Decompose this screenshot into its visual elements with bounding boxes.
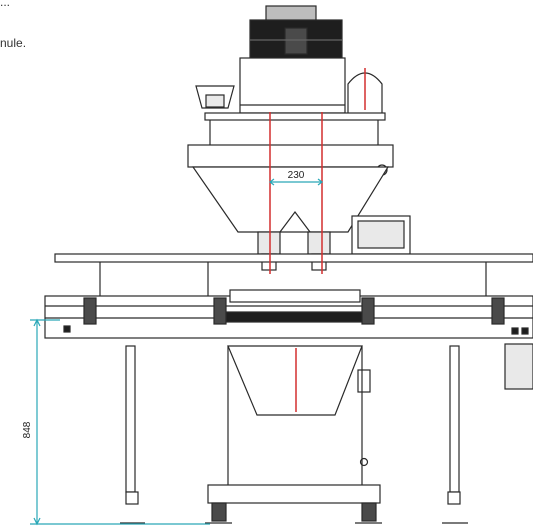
upper-guide-rail	[54, 253, 533, 263]
dosing-nozzles	[257, 231, 331, 271]
top-plate	[204, 112, 386, 121]
side-feed-hopper	[195, 85, 235, 109]
motor-assembly	[249, 5, 343, 61]
conveyor	[44, 289, 533, 339]
main-hopper	[191, 166, 390, 233]
height-label: 848	[22, 421, 33, 438]
base-frame	[120, 484, 468, 524]
lower-hopper	[227, 345, 363, 416]
motor-center-block	[284, 27, 308, 55]
caption-top-fragment: ...	[0, 0, 11, 9]
center-lines	[269, 68, 366, 412]
height-dimension	[30, 318, 210, 526]
hopper-collar	[187, 144, 394, 168]
spacing-dimension	[269, 178, 323, 186]
gearbox-housing	[239, 57, 346, 114]
caption-line2-fragment: nule.	[0, 36, 27, 50]
side-sensor-unit	[504, 343, 533, 390]
spacing-label: 230	[288, 170, 305, 181]
